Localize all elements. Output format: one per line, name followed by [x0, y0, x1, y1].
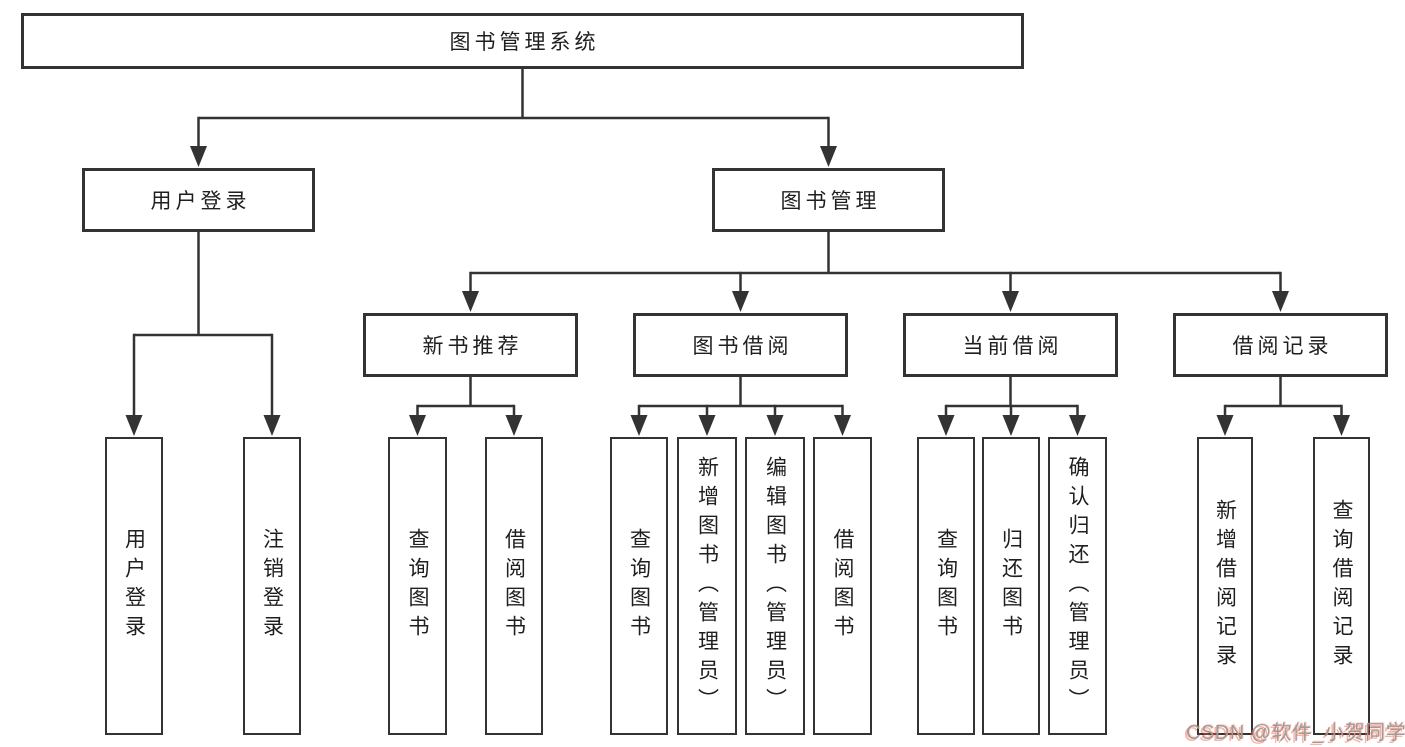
leaf-query-borrow-record: 查询借阅记录: [1313, 437, 1370, 735]
leaf-add-book-admin: 新增图书（管理员）: [677, 437, 737, 735]
node-library-management-system: 图书管理系统: [21, 13, 1024, 69]
node-current-borrow: 当前借阅: [903, 313, 1118, 377]
node-book-borrow: 图书借阅: [633, 313, 848, 377]
node-borrow-record: 借阅记录: [1173, 313, 1388, 377]
leaf-logout: 注销登录: [243, 437, 301, 735]
leaf-confirm-return-admin: 确认归还（管理员）: [1048, 437, 1107, 735]
leaf-query-book-current: 查询图书: [917, 437, 975, 735]
leaf-borrow-book: 借阅图书: [813, 437, 872, 735]
leaf-borrow-book-recommend: 借阅图书: [485, 437, 543, 735]
csdn-watermark: CSDN @软件_小贺同学: [1186, 722, 1405, 744]
leaf-add-borrow-record: 新增借阅记录: [1197, 437, 1253, 735]
node-new-book-recommend: 新书推荐: [363, 313, 578, 377]
node-book-management: 图书管理: [712, 168, 945, 232]
leaf-return-book: 归还图书: [982, 437, 1040, 735]
arrowhead-icons: [125, 146, 1350, 436]
leaf-edit-book-admin: 编辑图书（管理员）: [745, 437, 805, 735]
leaf-query-book-recommend: 查询图书: [388, 437, 447, 735]
node-user-login: 用户登录: [82, 168, 315, 232]
leaf-user-login: 用户登录: [105, 437, 163, 735]
leaf-query-book-borrow: 查询图书: [610, 437, 668, 735]
